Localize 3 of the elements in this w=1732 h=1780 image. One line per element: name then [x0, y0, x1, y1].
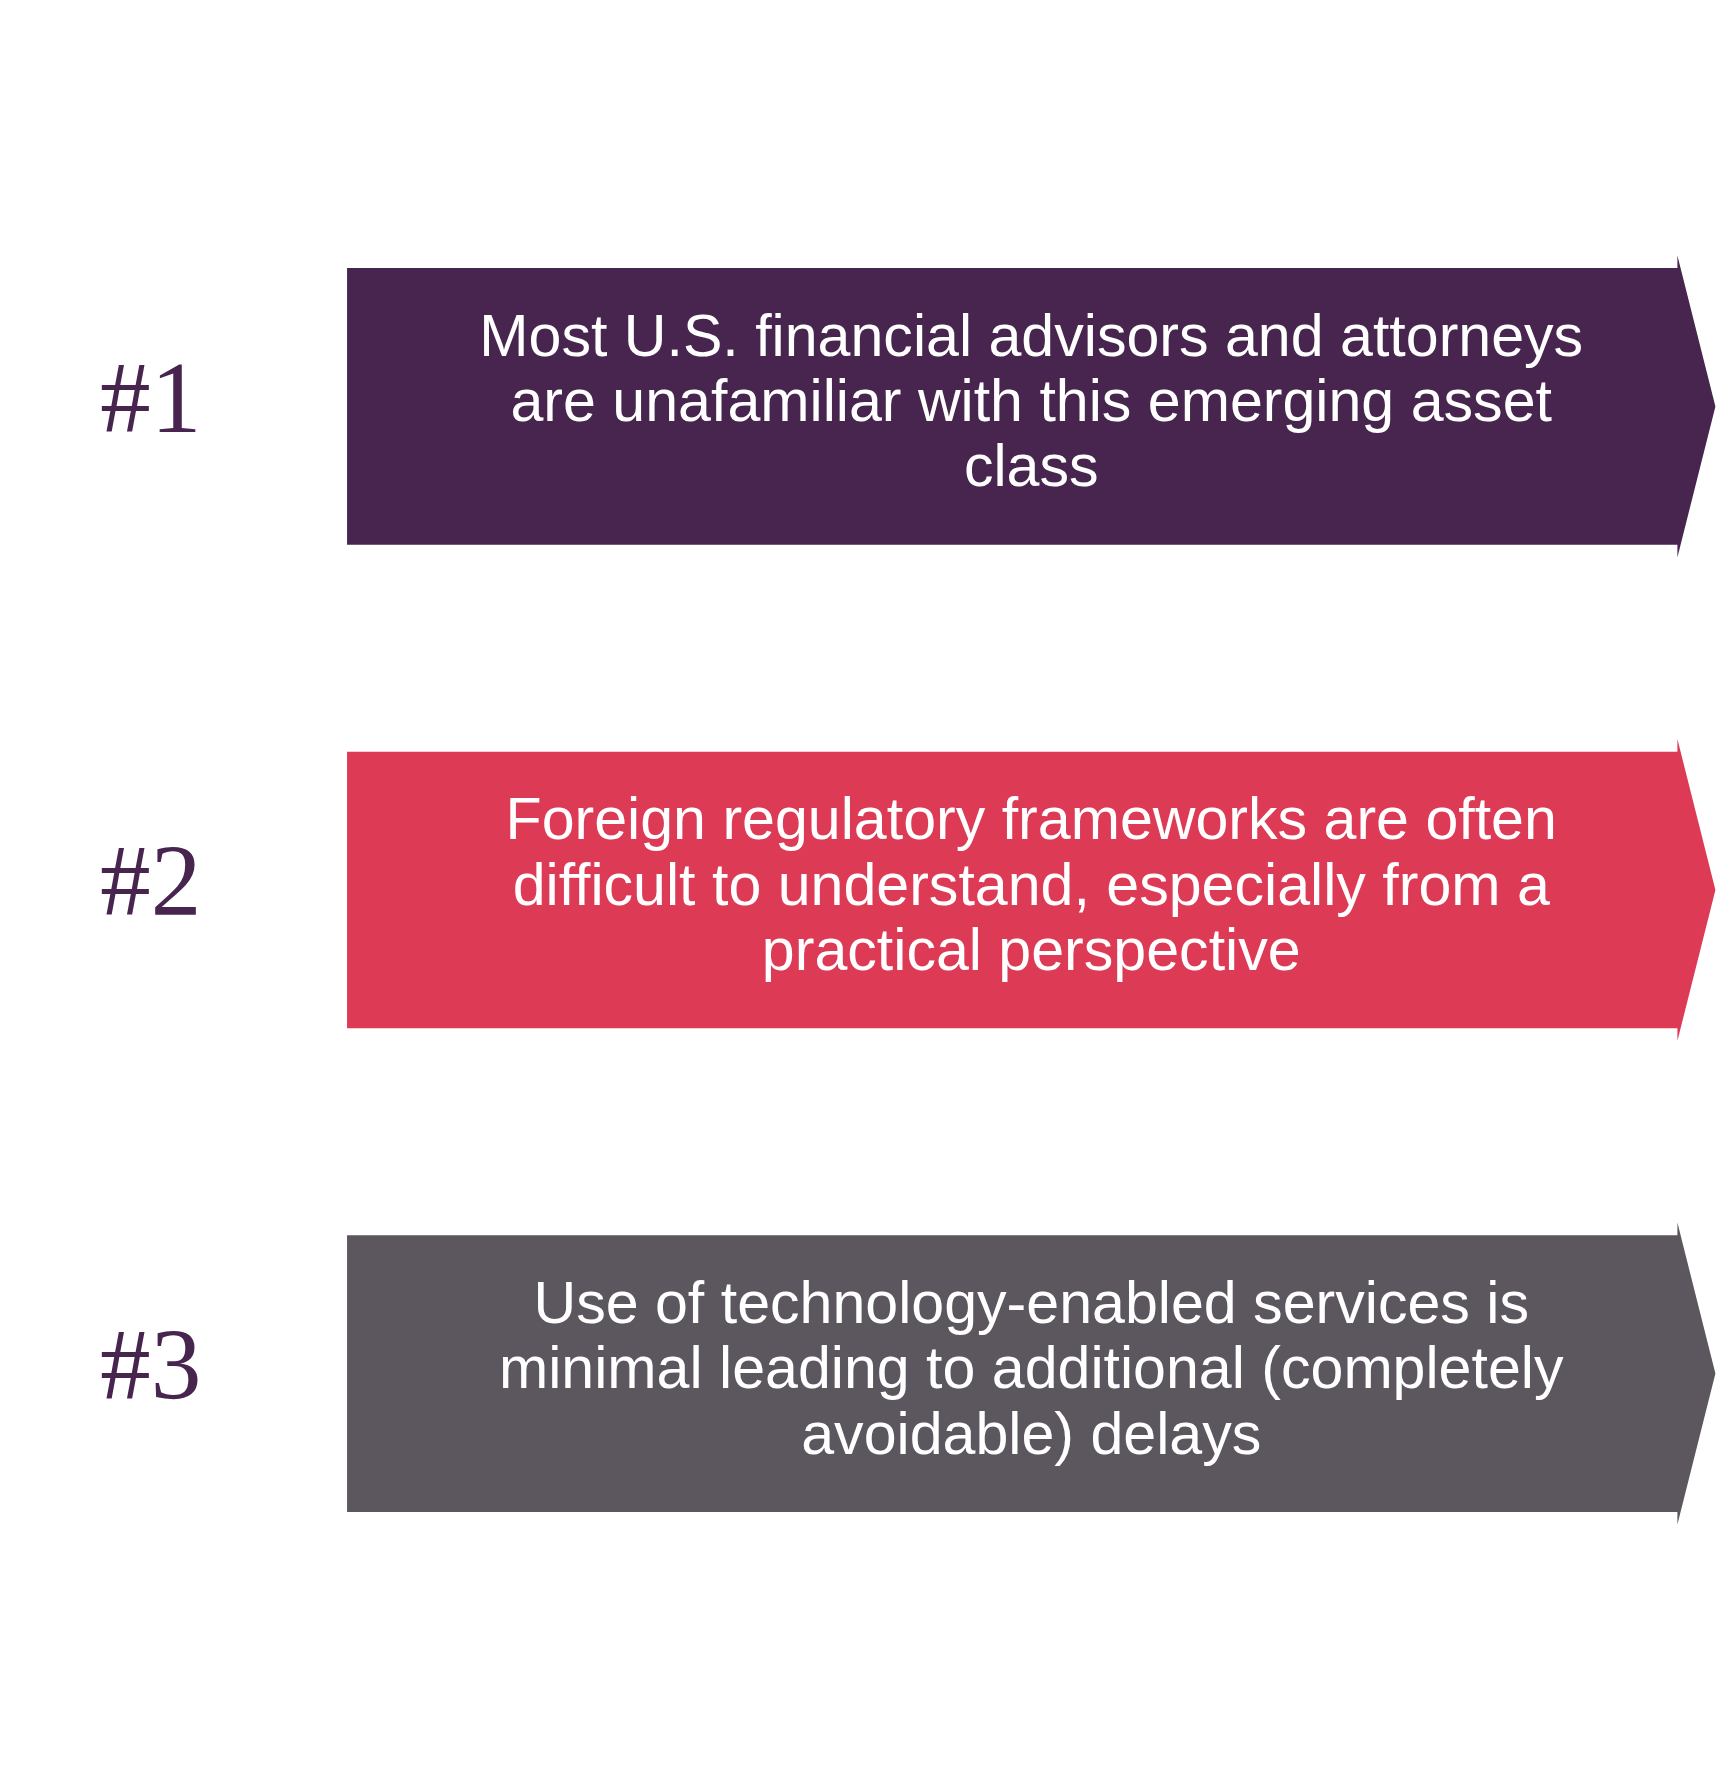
node-label: #3: [100, 1308, 202, 1421]
node-label: #2: [100, 825, 202, 938]
node-label: #1: [100, 341, 202, 454]
